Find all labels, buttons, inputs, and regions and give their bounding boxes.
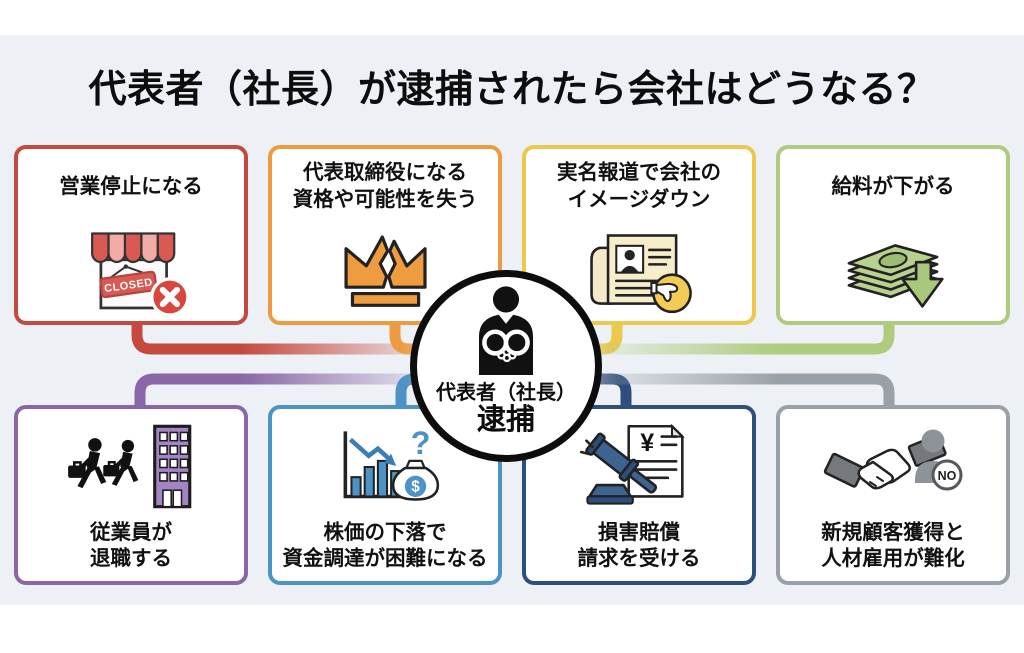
center-label-line2: 逮捕 bbox=[476, 404, 535, 436]
box-label-line: 新規顧客獲得と bbox=[821, 520, 965, 544]
cause-box-business-suspension: 営業停止になる CLOSED bbox=[14, 145, 248, 325]
box-label: 代表取締役になる 資格や可能性を失う bbox=[293, 159, 478, 215]
svg-text:?: ? bbox=[411, 425, 431, 461]
cause-box-damage-compensation: ¥ 損害賠償 請求を受ける bbox=[522, 405, 756, 585]
box-label-line: 退職する bbox=[90, 547, 172, 571]
box-icon-area bbox=[577, 215, 701, 321]
box-icon-area bbox=[830, 215, 956, 321]
box-icon-area bbox=[64, 415, 198, 520]
box-label-line: 実名報道で会社の bbox=[557, 161, 721, 185]
box-label-line: イメージダウン bbox=[567, 188, 711, 211]
box-label: 営業停止になる bbox=[59, 159, 203, 215]
box-label-line: 資金調達が困難になる bbox=[282, 547, 488, 571]
center-arrest-node: 代表者（社長） 逮捕 bbox=[410, 270, 602, 462]
box-label: 新規顧客獲得と 人材雇用が難化 bbox=[821, 520, 965, 573]
connector-employees-resign bbox=[134, 373, 445, 415]
box-label-line: 請求を受ける bbox=[577, 547, 701, 571]
box-label-line: 従業員が bbox=[90, 520, 172, 544]
cause-box-company-image-down: 実名報道で会社の イメージダウン bbox=[522, 145, 756, 325]
box-label: 株価の下落で 資金調達が困難になる bbox=[283, 520, 488, 573]
closed-store-icon: CLOSED bbox=[91, 232, 190, 317]
box-label-line: 損害賠償 bbox=[598, 520, 680, 544]
page-title: 代表者（社長）が逮捕されたら会社はどうなる？ bbox=[88, 69, 936, 111]
box-label-line: 株価の下落で bbox=[323, 520, 447, 544]
box-icon-area: CLOSED bbox=[68, 215, 194, 321]
center-label-line1: 代表者（社長） bbox=[436, 382, 576, 404]
connector-customer-hiring-difficulty bbox=[572, 373, 895, 415]
cause-box-funding-difficulty: ? $ 株価の下落で 資金調達が困難になる bbox=[268, 405, 502, 585]
svg-text:NO: NO bbox=[938, 469, 957, 483]
cause-box-customer-hiring-difficulty: NO 新規顧客獲得と 人材雇用が難化 bbox=[776, 405, 1010, 585]
cause-box-employees-resign: 従業員が 退職する bbox=[14, 405, 248, 585]
box-icon-area: ¥ bbox=[577, 415, 701, 520]
walking-employee-figure bbox=[103, 440, 139, 487]
stock-decline-money-icon: ? $ bbox=[343, 425, 440, 501]
resigning-employees-icon bbox=[68, 425, 192, 509]
box-label: 実名報道で会社の イメージダウン bbox=[557, 159, 721, 215]
box-label: 給料が下がる bbox=[832, 159, 955, 215]
walking-employee-figure bbox=[68, 438, 107, 489]
connector-lose-director-qualification bbox=[389, 312, 468, 355]
box-label-line: 営業停止になる bbox=[59, 174, 203, 198]
box-label-line: 代表取締役になる bbox=[303, 161, 467, 185]
money-down-arrow-icon bbox=[847, 244, 944, 308]
connector-salary-decrease bbox=[572, 312, 895, 355]
broken-crown-icon bbox=[344, 234, 427, 307]
box-label-line: 人材雇用が難化 bbox=[821, 547, 965, 571]
svg-text:¥: ¥ bbox=[640, 430, 654, 457]
box-icon-area: ? $ bbox=[324, 415, 446, 520]
connector-business-suspension bbox=[131, 312, 445, 355]
gavel-claim-document-icon: ¥ bbox=[579, 424, 685, 506]
box-icon-area: NO bbox=[823, 415, 963, 520]
handshake-rejected-icon: NO bbox=[823, 429, 963, 491]
box-label-line: 給料が下がる bbox=[831, 174, 955, 198]
cause-box-salary-decrease: 給料が下がる bbox=[776, 145, 1010, 325]
svg-text:$: $ bbox=[411, 478, 420, 495]
newspaper-bad-press-icon bbox=[590, 234, 692, 314]
box-label: 従業員が 退職する bbox=[90, 520, 172, 573]
box-label-line: 資格や可能性を失う bbox=[292, 188, 478, 211]
box-label: 損害賠償 請求を受ける bbox=[578, 520, 701, 573]
handcuffed-president-icon bbox=[479, 286, 533, 375]
box-icon-area bbox=[329, 215, 441, 321]
